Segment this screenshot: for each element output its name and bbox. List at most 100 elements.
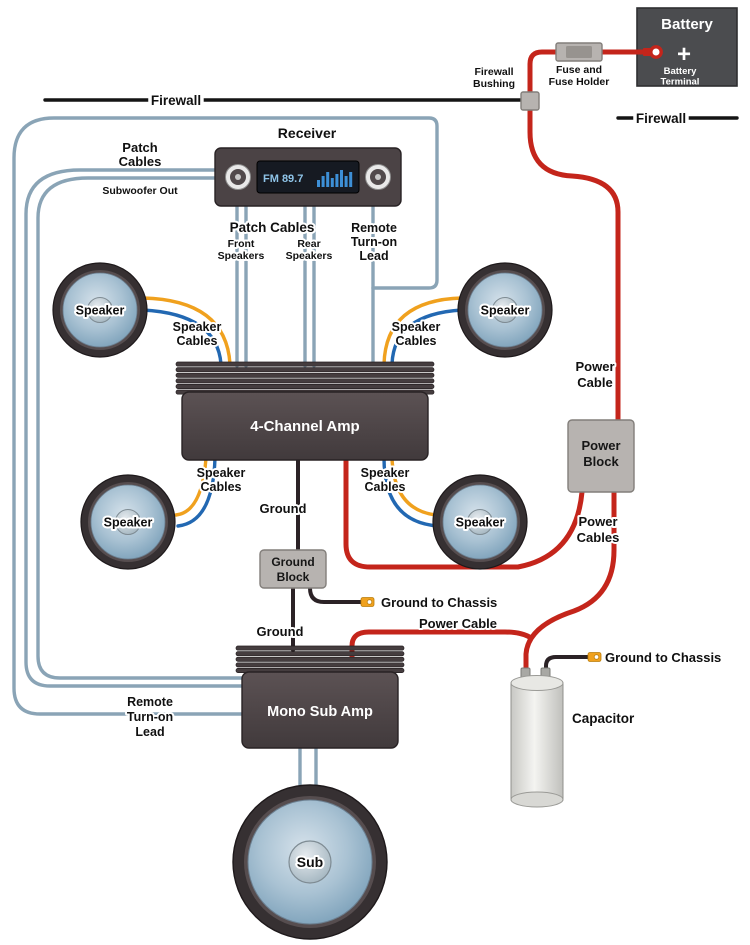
power-cable-label-2: Cable: [577, 375, 612, 390]
mono-amp-label: Mono Sub Amp: [267, 704, 373, 720]
subwoofer-out-label-1: Patch: [122, 140, 157, 155]
speaker-cables-fr-label-1: Speaker: [392, 320, 441, 334]
speaker-front-left-label: Speaker: [76, 304, 125, 318]
mono-amp-body: [241, 671, 399, 749]
ground-to-chassis-label-1: Ground to Chassis: [381, 595, 497, 610]
ground-block: Ground Block: [259, 549, 327, 589]
power-cable-to-mono-amp: [349, 629, 534, 661]
speaker-cable-rear-right-yellow: [390, 456, 438, 517]
capacitor-label: Capacitor: [572, 711, 635, 726]
fuse-holder-label-2: Fuse Holder: [549, 76, 610, 88]
speaker-front-right-label: Speaker: [481, 304, 530, 318]
amp4-body: [181, 391, 429, 461]
speaker-cables-rr-label-2: Cables: [365, 480, 406, 494]
capacitor-top: [510, 675, 564, 691]
ground-wire-block-to-chassis: [308, 586, 364, 604]
speaker-cable-rear-left-blue: [176, 456, 217, 528]
capacitor: [510, 667, 564, 808]
remote-lead-top-label-1: Remote: [351, 221, 397, 235]
receiver: FM 89.7: [214, 147, 402, 207]
speaker-cable-front-right-yellow: [382, 296, 464, 366]
power-block-label-2: Block: [583, 454, 619, 469]
receiver-knob-right-dot: [375, 174, 381, 180]
power-cables-label-1: Power: [578, 514, 617, 529]
receiver-knob-left-dot: [235, 174, 241, 180]
firewall-bushing: [520, 91, 540, 111]
fuse-holder-label-1: Fuse and: [556, 64, 602, 76]
ring-terminal-icon-2: [587, 652, 602, 662]
capacitor-body: [510, 682, 564, 801]
receiver-eq-bars-icon: [317, 170, 353, 187]
remote-lead-top-label-2: Turn-on: [351, 235, 397, 249]
subwoofer: Sub: [232, 784, 388, 940]
speaker-cable-rear-left-yellow: [174, 456, 208, 517]
speaker-cable-front-right-blue: [390, 308, 464, 366]
power-cable-block-to-capacitor: [523, 489, 617, 675]
subwoofer-out-label-2: Cables: [119, 154, 162, 169]
rear-speakers-label-1: Rear: [297, 238, 320, 250]
battery-terminal-icon: [643, 45, 663, 59]
receiver-display-text: FM 89.7: [263, 173, 303, 185]
power-block: Power Block: [567, 419, 635, 493]
remote-lead-wire-to-mono-amp: [12, 116, 439, 716]
mono-amp-heatsink-fins: [235, 645, 405, 673]
ring-terminal-icon-1: [360, 597, 375, 607]
capacitor-bottom: [510, 791, 564, 808]
subwoofer-out-label-3: Subwoofer Out: [102, 185, 178, 197]
firewall-bushing-label-2: Bushing: [473, 78, 515, 90]
speaker-rear-left: Speaker: [80, 474, 176, 570]
firewall-label-left: Firewall: [151, 93, 201, 108]
remote-lead-bottom-label-3: Lead: [135, 725, 164, 739]
amp4-label: 4-Channel Amp: [250, 418, 359, 435]
speaker-rear-right-label: Speaker: [456, 516, 505, 530]
ground-block-label-1: Ground: [271, 555, 314, 569]
speaker-rear-right: Speaker: [432, 474, 528, 570]
speaker-cables-fl-label-2: Cables: [177, 334, 218, 348]
subwoofer-patch-cable-1: [24, 168, 246, 688]
speaker-front-left: Speaker: [52, 262, 148, 358]
power-cables-label-2: Cables: [577, 530, 620, 545]
mono-sub-amp: Mono Sub Amp: [235, 645, 405, 749]
speaker-cables-fr-label-2: Cables: [396, 334, 437, 348]
speaker-cable-front-left-yellow: [141, 296, 232, 366]
speaker-cables-rl-label-1: Speaker: [197, 466, 246, 480]
rear-speakers-label-2: Speakers: [286, 250, 333, 262]
patch-cables-label: Patch Cables: [230, 220, 315, 235]
ground-label-top: Ground: [260, 501, 307, 516]
speaker-cable-rear-right-blue: [382, 456, 440, 528]
battery-terminal-label-2: Terminal: [661, 77, 700, 88]
receiver-label: Receiver: [278, 125, 337, 141]
ground-label-bottom: Ground: [257, 624, 304, 639]
speaker-rear-left-label: Speaker: [104, 516, 153, 530]
subwoofer-patch-cable-2: [36, 176, 246, 680]
fuse-holder: [555, 42, 603, 62]
remote-lead-top-label-3: Lead: [359, 249, 388, 263]
battery-plus-sign: +: [677, 41, 691, 68]
power-cable-bottom-label: Power Cable: [419, 616, 497, 631]
ground-block-box: [259, 549, 327, 589]
speaker-cables-rl-label-2: Cables: [201, 480, 242, 494]
remote-lead-bottom-label-2: Turn-on: [127, 710, 173, 724]
power-cable-battery-to-block: [527, 49, 649, 423]
front-speakers-label-2: Speakers: [218, 250, 265, 262]
front-speakers-label-1: Front: [228, 238, 255, 250]
ground-block-label-2: Block: [277, 570, 310, 584]
subwoofer-label: Sub: [297, 854, 323, 870]
battery-label: Battery: [661, 16, 713, 33]
speaker-cable-front-left-blue: [141, 308, 223, 366]
ground-wire-capacitor-to-chassis: [544, 655, 590, 674]
power-cable-block-to-4ch-amp: [343, 455, 585, 570]
firewall-label-right: Firewall: [636, 111, 686, 126]
remote-lead-bottom-label-1: Remote: [127, 695, 173, 709]
firewall-bushing-label-1: Firewall: [474, 66, 513, 78]
speaker-front-right: Speaker: [457, 262, 553, 358]
power-block-box: [567, 419, 635, 493]
battery-terminal-label-1: Battery: [664, 66, 697, 77]
power-block-label-1: Power: [581, 438, 620, 453]
power-cable-label-1: Power: [575, 359, 614, 374]
speaker-cables-rr-label-1: Speaker: [361, 466, 410, 480]
four-channel-amp: 4-Channel Amp: [175, 361, 435, 461]
fuse-element: [566, 46, 592, 58]
